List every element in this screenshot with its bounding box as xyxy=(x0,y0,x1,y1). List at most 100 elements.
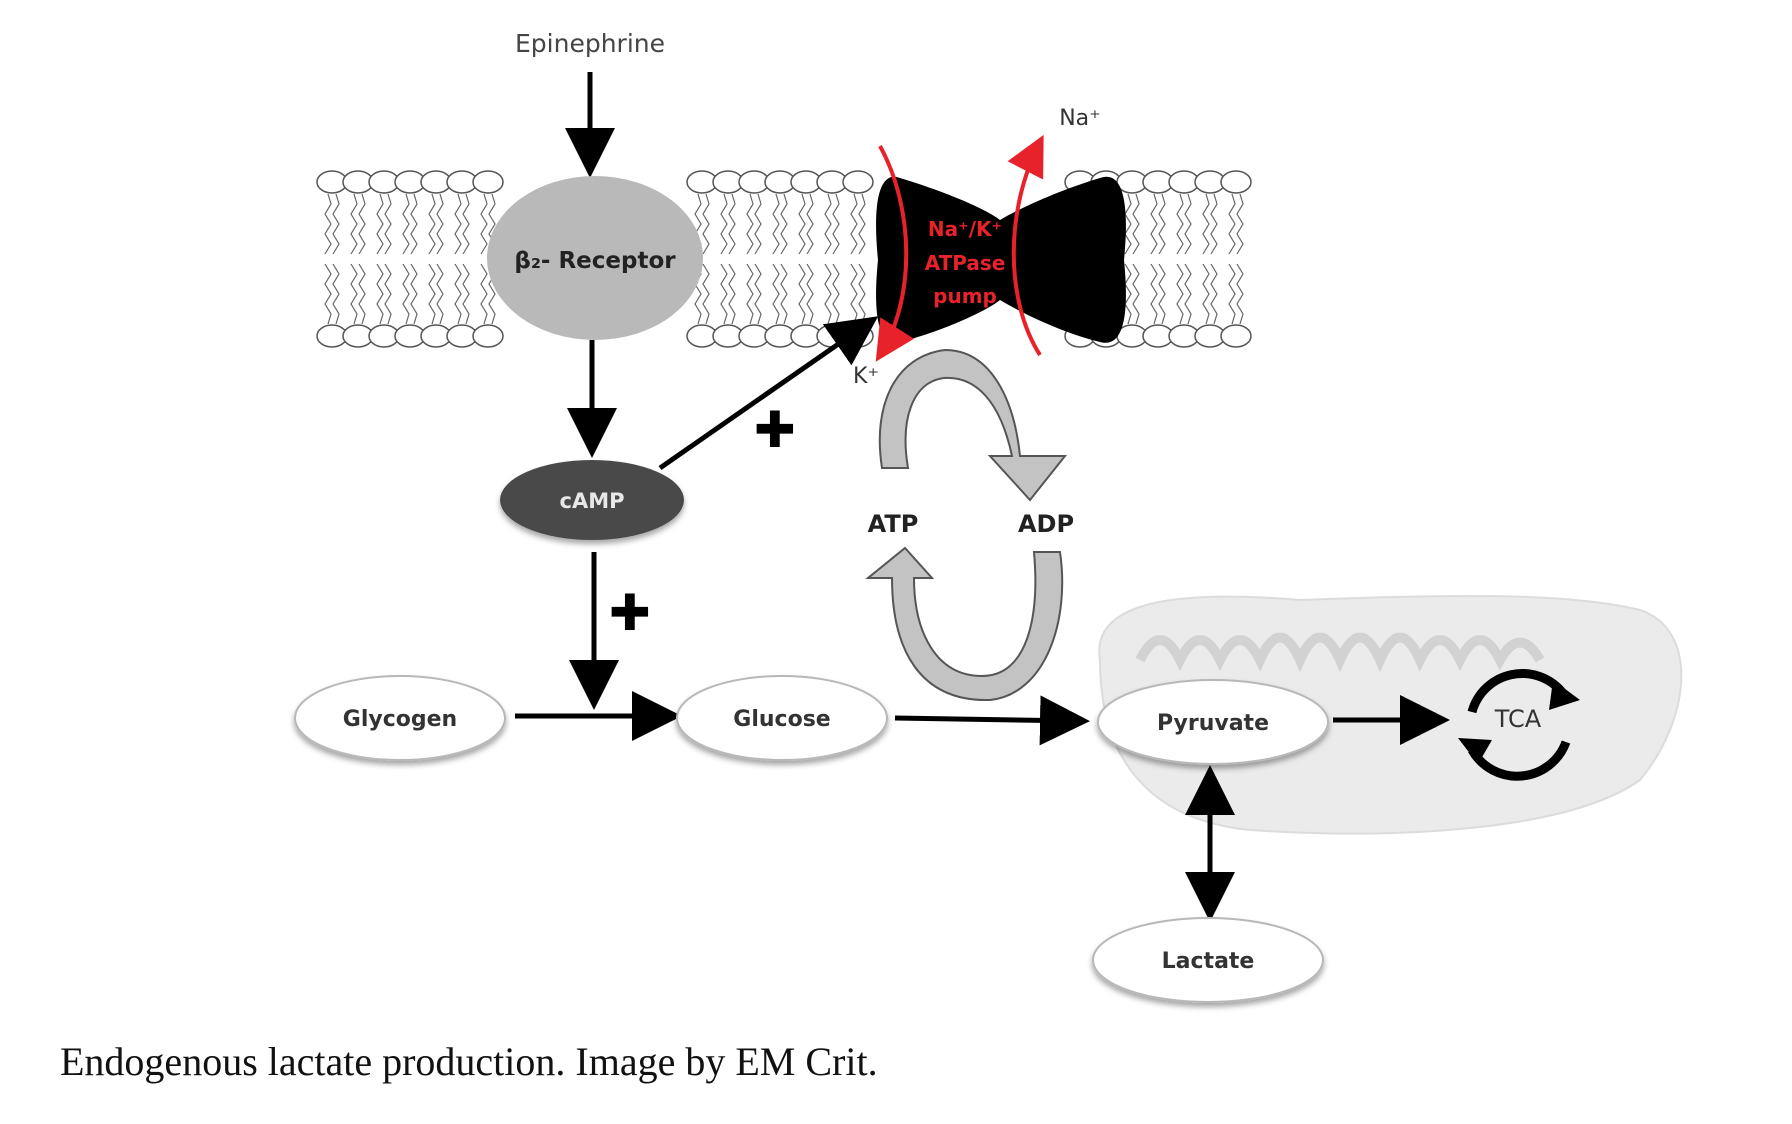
lactate-label: Lactate xyxy=(1162,949,1255,974)
lipid-tail xyxy=(1210,263,1218,325)
lipid-tail xyxy=(798,263,806,325)
lipid-tail xyxy=(350,263,358,325)
lipid-tail xyxy=(1210,193,1218,255)
atp-adp-cycle xyxy=(865,348,1068,702)
lipid-tail xyxy=(384,263,392,325)
na-k-atpase-pump: Na⁺/K⁺ ATPase pump xyxy=(875,134,1126,362)
lipid-tail xyxy=(702,193,710,255)
beta2-receptor-node xyxy=(487,176,703,340)
camp-node xyxy=(500,460,684,540)
pump-label-line1: Na⁺/K⁺ xyxy=(928,217,1002,241)
lipid-tail xyxy=(1202,263,1210,325)
lipid-tail xyxy=(1228,263,1236,325)
lipid-tail xyxy=(832,263,840,325)
lipid-tail xyxy=(702,263,710,325)
phospholipid-head xyxy=(1220,324,1252,348)
pump-label-line2: ATPase xyxy=(925,251,1006,275)
lipid-tail xyxy=(324,263,332,325)
lipid-tail xyxy=(376,193,384,255)
lipid-tail xyxy=(358,263,366,325)
pyruvate-label: Pyruvate xyxy=(1157,711,1269,736)
camp-to-pump-arrow xyxy=(658,316,879,471)
glucose-to-pyruvate-arrow xyxy=(894,695,1090,746)
lipid-tail xyxy=(350,193,358,255)
phospholipid-head xyxy=(1220,170,1252,194)
lipid-tail xyxy=(720,193,728,255)
receptor-label: β₂- Receptor xyxy=(514,248,676,274)
plus-symbol-pump: ✚ xyxy=(754,401,796,459)
lipid-tail xyxy=(720,263,728,325)
lipid-tail xyxy=(462,193,470,255)
glucose-label: Glucose xyxy=(733,707,830,732)
lipid-tail xyxy=(1124,263,1132,325)
lipid-tail xyxy=(480,263,488,325)
lipid-tail xyxy=(1132,263,1140,325)
lipid-tail xyxy=(436,193,444,255)
phospholipid-head xyxy=(472,324,504,348)
lipid-tail xyxy=(754,263,762,325)
camp-label: cAMP xyxy=(560,489,625,513)
lipid-tail xyxy=(850,263,858,325)
glucose-node xyxy=(676,675,888,761)
lipid-tail xyxy=(772,263,780,325)
lipid-tail xyxy=(324,193,332,255)
adp-label: ADP xyxy=(1018,510,1074,538)
lipid-tail xyxy=(1176,263,1184,325)
lipid-tail xyxy=(780,193,788,255)
lipid-tail xyxy=(402,193,410,255)
lipid-tail xyxy=(454,193,462,255)
lipid-tail xyxy=(1176,193,1184,255)
lipid-tail xyxy=(728,263,736,325)
lipid-tail xyxy=(332,193,340,255)
lipid-tail xyxy=(1158,193,1166,255)
lipid-tail xyxy=(1202,193,1210,255)
lipid-tail xyxy=(1236,263,1244,325)
lipid-tail xyxy=(428,263,436,325)
lipid-tail xyxy=(806,193,814,255)
lipid-tail xyxy=(410,193,418,255)
lipid-tail xyxy=(858,193,866,255)
lipid-tail xyxy=(798,193,806,255)
lipid-tail xyxy=(480,193,488,255)
tca-label: TCA xyxy=(1494,705,1542,733)
lipid-tail xyxy=(850,193,858,255)
lipid-tail xyxy=(1184,263,1192,325)
lipid-tail xyxy=(1228,193,1236,255)
lipid-tail xyxy=(824,263,832,325)
lipid-tail xyxy=(1132,193,1140,255)
tca-cycle: TCA xyxy=(1458,669,1580,781)
pyruvate-node xyxy=(1097,679,1329,765)
lipid-tail xyxy=(1184,193,1192,255)
lipid-tail xyxy=(402,263,410,325)
phospholipid-head xyxy=(472,170,504,194)
lipid-tail xyxy=(780,263,788,325)
lipid-tail xyxy=(754,193,762,255)
lipid-tail xyxy=(358,193,366,255)
figure-caption: Endogenous lactate production. Image by … xyxy=(60,1039,878,1084)
lipid-tail xyxy=(428,193,436,255)
epinephrine-label: Epinephrine xyxy=(515,29,665,58)
lipid-tail xyxy=(436,263,444,325)
lipid-tail xyxy=(728,193,736,255)
lipid-tail xyxy=(332,263,340,325)
glycogen-node xyxy=(294,675,506,761)
glycogen-label: Glycogen xyxy=(343,707,457,732)
lipid-tail xyxy=(454,263,462,325)
lipid-tail xyxy=(462,263,470,325)
lipid-tail xyxy=(746,193,754,255)
lipid-tail xyxy=(1236,193,1244,255)
k-ion-label: K⁺ xyxy=(853,364,879,389)
lipid-tail xyxy=(824,193,832,255)
lipid-tail xyxy=(772,193,780,255)
lipid-tail xyxy=(1124,193,1132,255)
phospholipid-head xyxy=(842,170,874,194)
lipid-tail xyxy=(1150,263,1158,325)
na-ion-label: Na⁺ xyxy=(1059,106,1101,131)
lipid-tail xyxy=(858,263,866,325)
lipid-tail xyxy=(1158,263,1166,325)
lipid-tail xyxy=(746,263,754,325)
lipid-tail xyxy=(410,263,418,325)
plus-symbol-glycogen: ✚ xyxy=(609,584,651,642)
lipid-tail xyxy=(1150,193,1158,255)
